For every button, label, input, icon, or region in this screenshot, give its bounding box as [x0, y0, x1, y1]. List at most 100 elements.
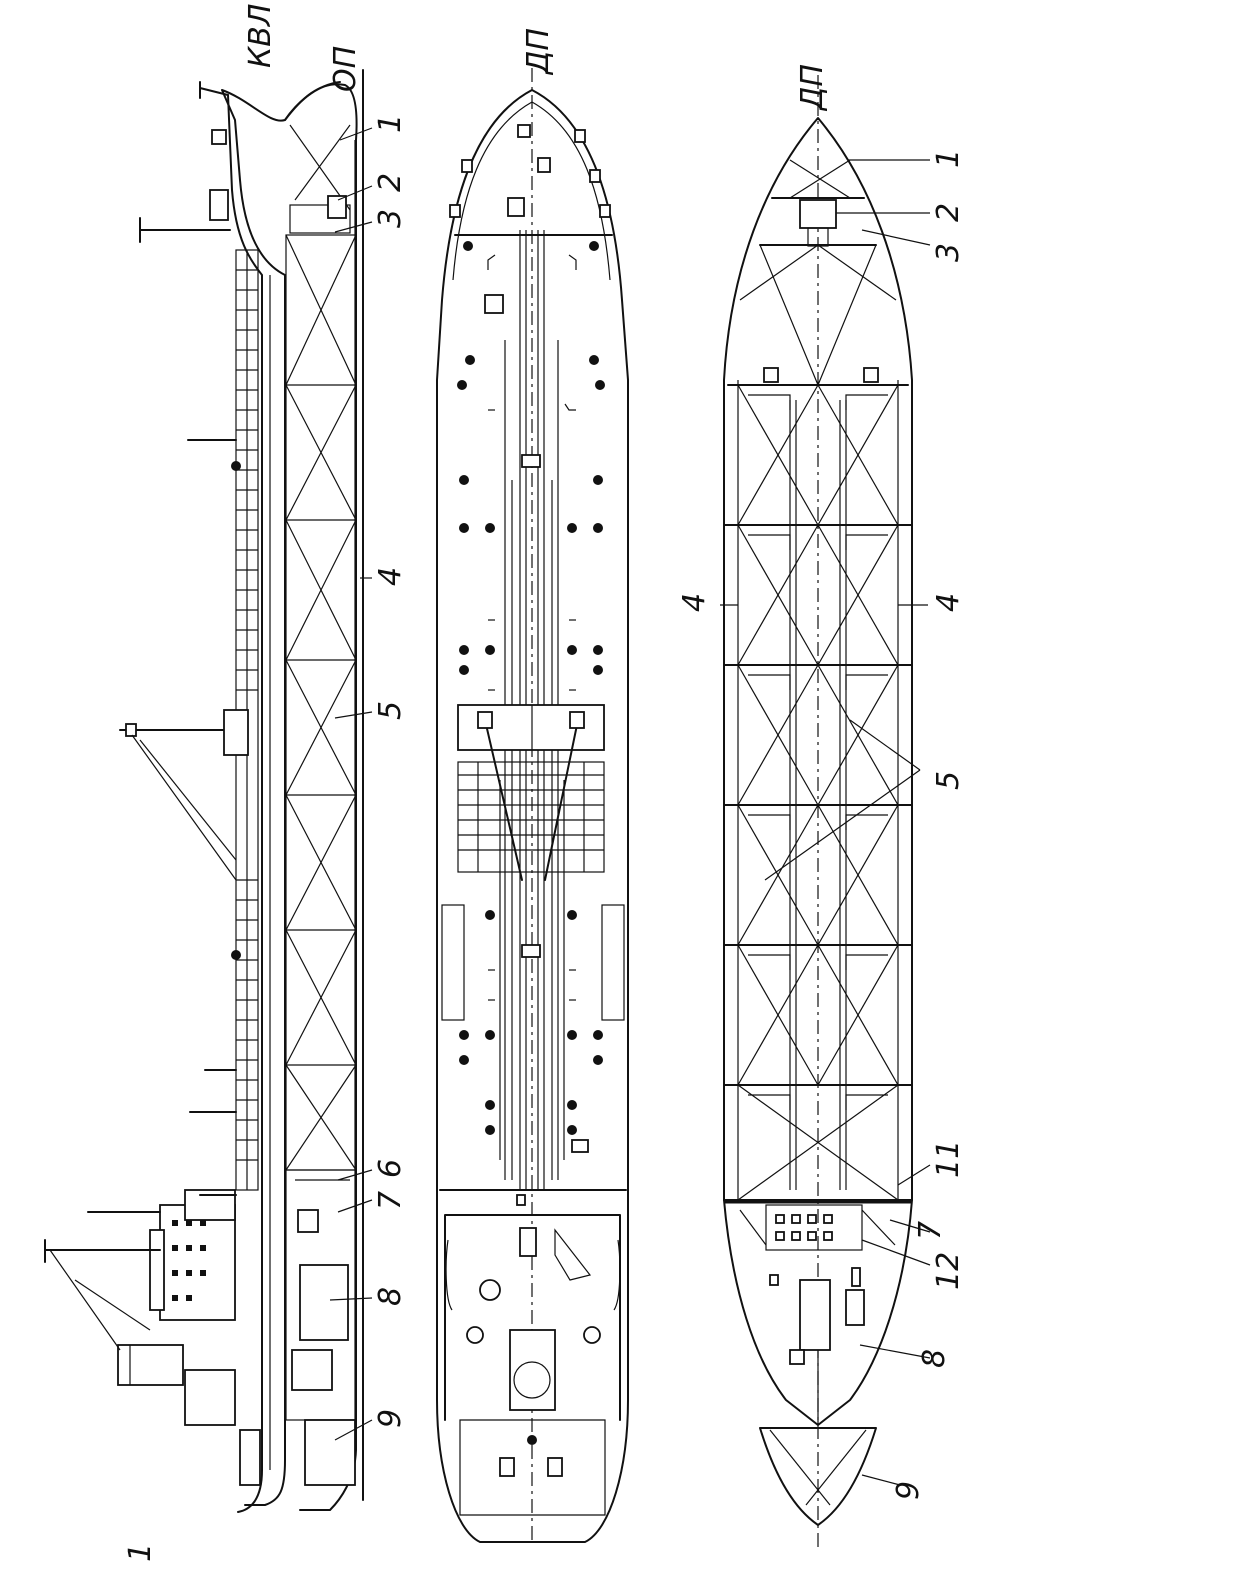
aft-lifeboat-left	[445, 1239, 453, 1311]
stern-fitting	[239, 1429, 261, 1486]
funnel	[117, 1344, 184, 1386]
deck-bulwark	[452, 101, 611, 281]
profile-label-7: 7	[373, 1191, 408, 1210]
tank-hatches	[457, 241, 605, 1135]
plan-aux-b	[851, 1267, 861, 1287]
plan-longitudinals	[789, 400, 847, 1190]
engine-aux	[291, 1349, 333, 1391]
plan-leaders	[720, 159, 931, 1486]
pump-room	[765, 1204, 863, 1251]
profile-deck-line	[227, 94, 263, 1471]
fore-deep-tank	[799, 199, 837, 229]
hose-crane-a	[477, 711, 493, 729]
stern-curve	[237, 1469, 263, 1513]
deck-plan-view	[436, 68, 629, 1545]
rudder-x-a	[769, 1429, 831, 1506]
tank-access-a	[763, 367, 779, 383]
mooring-bitt-b	[583, 1326, 601, 1344]
profile-label-9: 9	[373, 1409, 408, 1428]
profile-fore-tank	[289, 204, 351, 234]
pump-room-x-b	[861, 1209, 896, 1246]
plan-aux-c	[789, 1349, 805, 1365]
pump-room-units	[775, 1214, 833, 1241]
plan-aux-a	[769, 1274, 779, 1286]
profile-label-1: 1	[373, 114, 408, 133]
hose-boom-a	[484, 719, 523, 881]
side-structure-left	[441, 904, 465, 1021]
midship-mast-top	[125, 723, 137, 737]
aft-lifeboat-right	[613, 1239, 621, 1311]
manifold-pipes	[458, 762, 604, 872]
deck-fitting-a	[231, 461, 241, 471]
plan-bracing	[737, 244, 899, 1201]
bow-fitting	[211, 129, 227, 145]
fairlead-c	[574, 129, 586, 143]
forepeak-diagonal-b	[294, 124, 351, 201]
pipe-valve-b	[521, 944, 541, 958]
plan-label-3: 3	[931, 243, 966, 262]
plan-label-7: 7	[913, 1221, 948, 1240]
derrick-stay-a	[131, 734, 237, 881]
rudder-x-b	[805, 1429, 867, 1506]
plan-label-9: 9	[891, 1481, 926, 1500]
label-figure-number: 1	[123, 1543, 158, 1562]
rudder-stock	[513, 1361, 551, 1399]
label-op: ОП	[328, 46, 363, 92]
label-kvl: КВЛ	[243, 4, 278, 68]
plan-label-1: 1	[931, 149, 966, 168]
windlass-a	[517, 124, 531, 138]
bridge-wing	[149, 1229, 165, 1311]
bow-mast	[199, 87, 229, 96]
side-structure-right	[601, 904, 625, 1021]
profile-label-6: 6	[373, 1159, 408, 1178]
cargo-tank-bracing	[285, 234, 357, 1171]
engine-room-box-a	[297, 1209, 319, 1233]
plan-label-11: 11	[931, 1140, 966, 1178]
plan-generator	[845, 1289, 865, 1326]
mast-stay-a	[49, 1249, 121, 1351]
fairlead-e	[599, 204, 611, 218]
fairlead-d	[589, 169, 601, 183]
stern-winch-b	[547, 1457, 563, 1477]
windlass-b	[537, 157, 551, 173]
plan-label-4-right: 4	[931, 593, 966, 612]
plan-label-8: 8	[917, 1349, 952, 1368]
midship-house	[223, 709, 249, 756]
mast-stay-b	[74, 1279, 151, 1331]
profile-bow-curve	[284, 81, 341, 121]
mooring-winch	[507, 197, 525, 217]
aft-bollard-area	[554, 1228, 592, 1281]
cargo-tank-frame	[285, 234, 357, 1171]
poop-deck-outline	[444, 1214, 621, 1421]
pipe-valve-c	[571, 1139, 589, 1153]
manifold-rack	[457, 761, 605, 873]
tank-access-b	[863, 367, 879, 383]
plan-web-brackets	[748, 394, 888, 1110]
profile-fore-box	[327, 195, 347, 219]
plan-label-5: 5	[931, 771, 966, 790]
pipe-valve-d	[516, 1194, 526, 1206]
stern-winch-a	[499, 1457, 515, 1477]
label-dp-center: ДП	[521, 28, 556, 76]
main-engine	[299, 1264, 349, 1341]
deck-winch	[484, 294, 504, 314]
stern-fitting-dot	[527, 1435, 537, 1445]
superstructure-windows	[172, 1220, 206, 1301]
pipe-stubs	[487, 254, 577, 1001]
aft-peak	[304, 1419, 356, 1486]
aft-deck-area	[459, 1419, 606, 1516]
text-labels: КВЛ ОП ДП ДП 1 1 2 3 4 5 6 7 8 9 1 2 3 4…	[123, 4, 966, 1562]
pump-room-x-a	[739, 1209, 767, 1246]
aft-vent	[519, 1227, 537, 1257]
deck-fitting-b	[231, 950, 241, 960]
fairlead-b	[449, 204, 461, 218]
hose-crane-b	[569, 711, 585, 729]
aft-winch-drum	[479, 1279, 501, 1301]
profile-label-5: 5	[373, 701, 408, 720]
profile-view	[44, 69, 373, 1513]
pipe-valve-a	[521, 454, 541, 468]
profile-label-2: 2	[373, 173, 408, 192]
label-dp-right: ДП	[795, 64, 830, 112]
